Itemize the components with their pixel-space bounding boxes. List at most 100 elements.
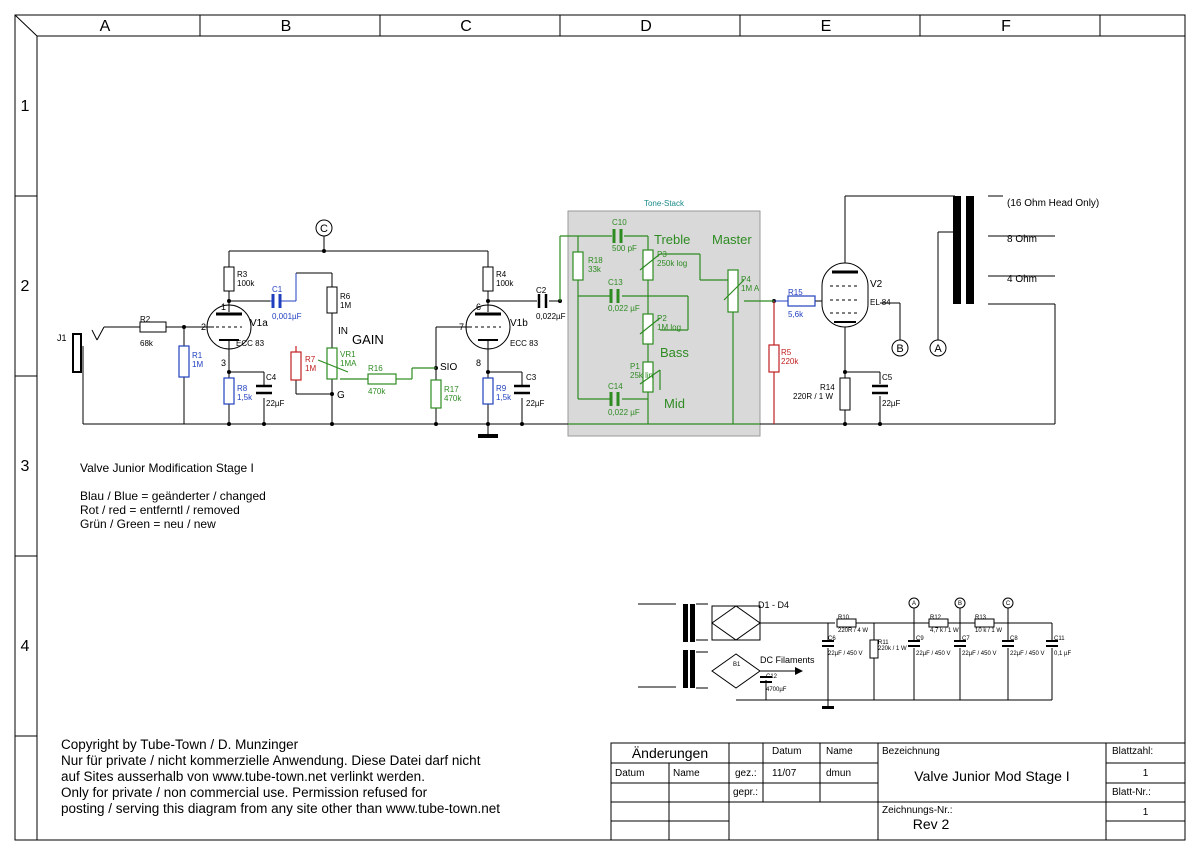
ground-symbol	[478, 434, 498, 438]
title-block	[610, 742, 1186, 841]
pin-8: 8	[476, 358, 481, 368]
notes-title: Valve Junior Modification Stage I	[80, 461, 254, 475]
label-c11: C11	[1054, 636, 1065, 642]
label-r4-value: 100k	[496, 279, 514, 288]
label-c2: C2	[536, 286, 547, 295]
removed-parts	[290, 301, 780, 424]
tb-blatt-nr-value: 1	[1142, 807, 1149, 818]
blue-wiring	[270, 273, 788, 302]
label-c4-value: 22µF	[266, 399, 285, 408]
column-label: B	[281, 18, 292, 35]
label-r9-value: 1,5k	[496, 393, 512, 402]
black-caps	[256, 294, 888, 395]
power-supply	[638, 603, 1053, 708]
label-bridge: D1 - D4	[758, 600, 789, 610]
label-r10: R10	[838, 615, 850, 621]
tb-blattzahl-value: 1	[1142, 768, 1149, 779]
tb-datum: Datum	[615, 768, 645, 779]
marker-c: C	[1006, 601, 1011, 607]
label-master: Master	[712, 232, 752, 247]
marker-a: A	[934, 343, 942, 355]
label-r13: R13	[975, 615, 987, 621]
legend-blue: Blau / Blue = geänderter / changed	[80, 489, 266, 503]
label-r14: R14	[820, 383, 835, 392]
label-r2: R2	[140, 315, 151, 324]
row-label: 1	[21, 98, 30, 115]
label-c10-value: 500 pF	[612, 244, 637, 253]
column-label: C	[460, 18, 472, 35]
legend-green: Grün / Green = neu / new	[80, 517, 216, 531]
marker-a: A	[912, 601, 916, 607]
pin-1: 1	[221, 302, 226, 312]
row-label: 2	[21, 278, 30, 295]
tb-datum-header: Datum	[772, 746, 802, 757]
tb-blattzahl: Blattzahl:	[1112, 746, 1154, 757]
tb-gez-date: 11/07	[772, 768, 797, 779]
label-c1: C1	[272, 285, 283, 294]
label-r3-value: 100k	[237, 279, 255, 288]
label-r6-value: 1M	[340, 301, 351, 310]
label-c13-value: 0,022 µF	[608, 304, 640, 313]
transformer-core	[966, 196, 974, 304]
ps-transformer-core	[683, 604, 688, 642]
label-c9: C9	[916, 636, 924, 642]
label-r1-value: 1M	[192, 360, 203, 369]
component-labels: J1 R2 68k R1 1M R3 100k C1 0,001µF R6 1M…	[57, 198, 1099, 417]
ps-labels: D1 - D4 DC Filaments B1 R10 220R / 4 W R…	[733, 600, 1071, 693]
column-label: F	[1001, 18, 1011, 35]
ps-ground-symbol	[822, 706, 834, 709]
label-c8: C8	[1010, 636, 1018, 642]
label-vr1-value: 1MA	[340, 359, 357, 368]
cap-c1	[271, 294, 282, 308]
label-r12: R12	[930, 615, 942, 621]
label-v1b: V1b	[510, 318, 528, 329]
label-c1-value: 0,001µF	[272, 312, 302, 321]
resistors-black	[139, 266, 851, 411]
wiring	[82, 195, 1056, 435]
ps-transformer-core	[683, 650, 688, 688]
label-sio: SIO	[440, 362, 457, 373]
copyright-line: posting / serving this diagram from any …	[61, 801, 500, 816]
markers	[315, 219, 1014, 609]
label-r5-value: 220k	[781, 357, 799, 366]
label-r2-value: 68k	[140, 339, 154, 348]
label-c10: C10	[612, 218, 627, 227]
label-c2-value: 0,022µF	[536, 312, 566, 321]
label-r15-value: 5,6k	[788, 310, 804, 319]
label-r3: R3	[237, 270, 248, 279]
label-r17: R17	[444, 385, 459, 394]
label-r16-value: 470k	[368, 387, 386, 396]
pin-7: 7	[459, 322, 464, 332]
label-p2-value: 1M log	[657, 323, 681, 332]
label-r12-value: 4,7 k / 1 W	[930, 628, 959, 634]
label-c12-value: 4700µF	[766, 687, 787, 693]
column-label: A	[100, 18, 111, 35]
tb-gez: gez.:	[735, 768, 757, 779]
label-r16: R16	[368, 364, 383, 373]
label-c7-value: 22µF / 450 V	[962, 651, 996, 657]
label-c8-value: 22µF / 450 V	[1010, 651, 1044, 657]
label-v2: V2	[870, 279, 883, 290]
transformer-core	[953, 196, 961, 304]
label-v1b-type: ECC 83	[510, 339, 539, 348]
label-v2-type: EL 84	[870, 298, 891, 307]
label-mid: Mid	[664, 396, 685, 411]
label-r5: R5	[781, 348, 792, 357]
tb-changes: Änderungen	[631, 745, 709, 761]
label-c5: C5	[882, 373, 893, 382]
copyright-line: Nur für private / nicht kommerzielle Anw…	[61, 753, 481, 768]
resistors-blue	[178, 295, 816, 405]
row-label: 4	[21, 638, 30, 655]
label-c3-value: 22µF	[526, 399, 545, 408]
label-r18-value: 33k	[588, 265, 602, 274]
label-p4-value: 1M A	[741, 284, 760, 293]
label-gain: GAIN	[352, 332, 384, 347]
tb-blatt-nr: Blatt-Nr.:	[1112, 787, 1151, 798]
copyright-line: Copyright by Tube-Town / D. Munzinger	[61, 737, 299, 752]
label-vr1: VR1	[340, 350, 356, 359]
green-caps	[609, 229, 623, 406]
tb-title: Valve Junior Mod Stage I	[914, 768, 1070, 784]
label-c11-value: 0,1 µF	[1054, 651, 1071, 657]
input-jack	[72, 333, 82, 373]
tap-16-ohm: (16 Ohm Head Only)	[1007, 198, 1099, 209]
